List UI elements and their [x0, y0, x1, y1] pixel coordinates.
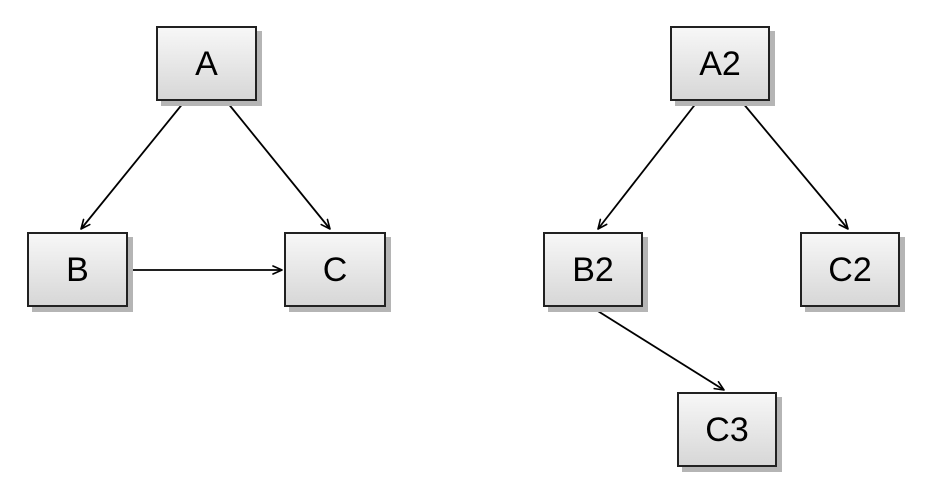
node-label: B	[66, 250, 89, 289]
edge-B2-C3	[592, 307, 725, 391]
node-label: C3	[705, 410, 749, 449]
node-A2: A2	[670, 26, 770, 101]
edge-A-B	[80, 101, 185, 230]
node-label: B2	[572, 250, 614, 289]
node-label: A	[195, 44, 218, 83]
node-B2: B2	[543, 232, 643, 307]
edge-A-C	[226, 101, 331, 230]
edge-A2-B2	[597, 101, 698, 230]
node-label: C2	[828, 250, 872, 289]
node-C: C	[284, 232, 386, 307]
node-C3: C3	[677, 392, 777, 467]
edge-A2-C2	[741, 101, 849, 230]
node-A: A	[156, 26, 257, 101]
node-label: A2	[699, 44, 741, 83]
node-C2: C2	[800, 232, 900, 307]
node-label: C	[322, 250, 348, 289]
node-B: B	[27, 232, 128, 307]
